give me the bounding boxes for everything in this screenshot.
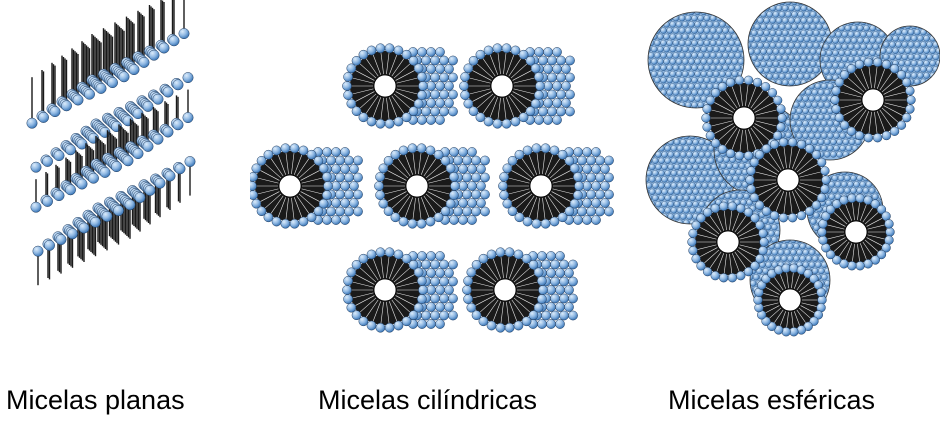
cylindrical-micelles-diagram: [250, 0, 630, 340]
cylindrical-micelle-5: [498, 144, 613, 229]
caption-spherical-micelles: Micelas esféricas: [668, 385, 875, 416]
cylindrical-micelle-6: [342, 248, 457, 333]
caption-planar-micelles: Micelas planas: [6, 385, 185, 416]
spherical-micelles-svg: [640, 0, 940, 340]
spherical-micelle-4: [818, 194, 895, 270]
spherical-micelle-6: [754, 264, 827, 336]
spherical-micelle-2: [831, 58, 916, 142]
background-sphere-2: [745, 0, 835, 86]
spherical-micelle-5: [688, 202, 769, 282]
planar-micelles-svg: [0, 0, 240, 340]
cylindrical-micelle-3: [250, 144, 363, 229]
cylindrical-micelles-svg: [250, 0, 630, 340]
caption-cylindrical-micelles: Micelas cilíndricas: [318, 385, 537, 416]
cylindrical-micelle-2: [459, 44, 574, 129]
planar-micelles-diagram: [0, 0, 240, 340]
spherical-micelles-diagram: [640, 0, 940, 340]
cylindrical-micelle-7: [462, 248, 577, 333]
cylindrical-micelle-4: [374, 144, 489, 229]
spherical-micelle-3: [746, 138, 831, 222]
cylindrical-micelle-1: [342, 44, 457, 129]
